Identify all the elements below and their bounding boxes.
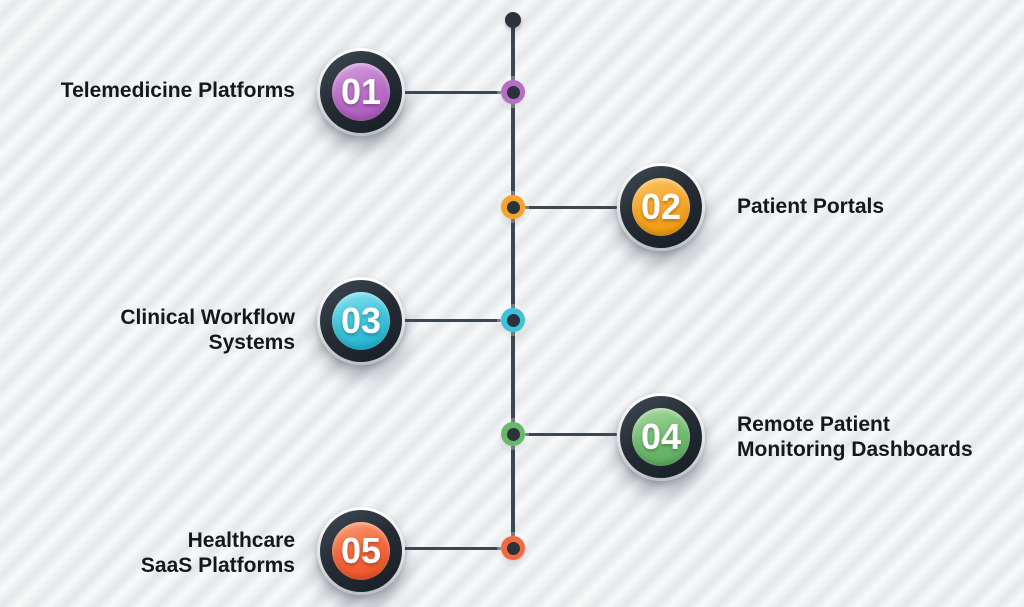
timeline-node-05: [501, 536, 525, 560]
timeline-node-04-core: [506, 427, 520, 441]
timeline-start-cap: [505, 12, 521, 28]
badge-01-ring: 01: [320, 51, 402, 133]
item-label-line: Systems: [208, 331, 295, 354]
timeline-node-02: [501, 195, 525, 219]
connector-item-05: [403, 547, 501, 550]
badge-05-number: 05: [340, 530, 382, 571]
timeline-node-05-core: [506, 541, 520, 555]
badge-01: 01: [317, 48, 405, 136]
badge-05-core: 05: [332, 522, 390, 580]
badge-02: 02: [617, 163, 705, 251]
item-label-line: Patient Portals: [737, 195, 885, 218]
connector-item-02: [525, 206, 617, 209]
connector-item-04: [525, 433, 617, 436]
badge-05-ring: 05: [320, 510, 402, 592]
item-label-line: Monitoring Dashboards: [737, 438, 973, 461]
badge-04: 04: [617, 393, 705, 481]
badge-04-core: 04: [632, 408, 690, 466]
badge-05: 05: [317, 507, 405, 595]
badge-02-number: 02: [640, 186, 682, 227]
item-label-line: Healthcare: [187, 529, 295, 552]
item-label-line: Telemedicine Platforms: [60, 79, 295, 102]
badge-03: 03: [317, 277, 405, 365]
connector-item-01: [403, 91, 501, 94]
badge-01-core: 01: [332, 63, 390, 121]
item-label-line: SaaS Platforms: [140, 554, 295, 577]
badge-04-number: 04: [640, 416, 682, 457]
badge-02-ring: 02: [620, 166, 702, 248]
badge-04-ring: 04: [620, 396, 702, 478]
timeline-node-02-core: [506, 200, 520, 214]
timeline-node-01-core: [506, 85, 520, 99]
item-label-remote-patient-monitoring-dashboards: Remote Patient Monitoring Dashboards: [737, 412, 973, 462]
item-label-patient-portals: Patient Portals: [737, 194, 884, 219]
item-label-line: Remote Patient: [737, 413, 890, 436]
timeline-node-03-core: [506, 313, 520, 327]
connector-item-03: [403, 319, 501, 322]
badge-01-number: 01: [340, 71, 382, 112]
timeline-node-04: [501, 422, 525, 446]
timeline-node-03: [501, 308, 525, 332]
item-label-telemedicine-platforms: Telemedicine Platforms: [61, 78, 295, 103]
timeline-line: [511, 20, 515, 548]
item-label-line: Clinical Workflow: [120, 306, 295, 329]
badge-03-core: 03: [332, 292, 390, 350]
timeline-node-01: [501, 80, 525, 104]
badge-03-number: 03: [340, 300, 382, 341]
item-label-healthcare-saas-platforms: Healthcare SaaS Platforms: [141, 528, 295, 578]
badge-03-ring: 03: [320, 280, 402, 362]
item-label-clinical-workflow-systems: Clinical Workflow Systems: [120, 305, 295, 355]
badge-02-core: 02: [632, 178, 690, 236]
